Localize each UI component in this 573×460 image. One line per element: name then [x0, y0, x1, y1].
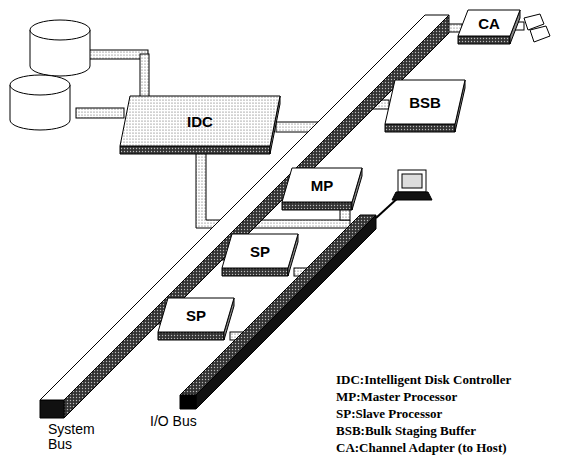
- box-front: [158, 332, 224, 340]
- bus-label: System Bus: [48, 422, 108, 452]
- box-label: IDC: [187, 114, 213, 129]
- box-front: [282, 202, 352, 210]
- staging-buffer-box: BSB: [385, 80, 465, 132]
- slave-processor-box: SP: [222, 234, 298, 276]
- box-front: [222, 268, 288, 276]
- box-top: [222, 234, 298, 268]
- master-processor-box: MP: [282, 168, 362, 210]
- box-top: [385, 80, 465, 124]
- abbreviation-note: CA:Channel Adapter (to Host): [336, 440, 507, 455]
- terminal-icon: [376, 170, 432, 218]
- abbreviation-note: SP:Slave Processor: [336, 406, 442, 421]
- box-front: [385, 124, 455, 132]
- channel-adapter-box: CA: [458, 10, 520, 44]
- box-front: [458, 36, 510, 44]
- abbreviation-note: BSB:Bulk Staging Buffer: [336, 423, 476, 438]
- box-label: CA: [478, 16, 500, 31]
- system-bus: [40, 15, 449, 418]
- disk-controller-box: IDC: [120, 96, 280, 154]
- box-label: SP: [250, 244, 270, 259]
- slave-processor-box: SP: [158, 298, 234, 340]
- box-label: BSB: [409, 95, 441, 110]
- box-label: MP: [311, 178, 334, 193]
- box-top: [282, 168, 362, 202]
- box-top: [158, 298, 234, 332]
- disk-stub: [88, 50, 148, 59]
- box-label: SP: [186, 308, 206, 323]
- abbreviation-note: IDC:Intelligent Disk Controller: [336, 372, 511, 387]
- box-top: [458, 10, 520, 36]
- box-front: [120, 146, 270, 154]
- box-top: [120, 96, 280, 146]
- disk-stub: [76, 108, 124, 118]
- bus-label: I/O Bus: [150, 414, 220, 429]
- disk-drive: [10, 20, 90, 130]
- abbreviation-note: MP:Master Processor: [336, 389, 457, 404]
